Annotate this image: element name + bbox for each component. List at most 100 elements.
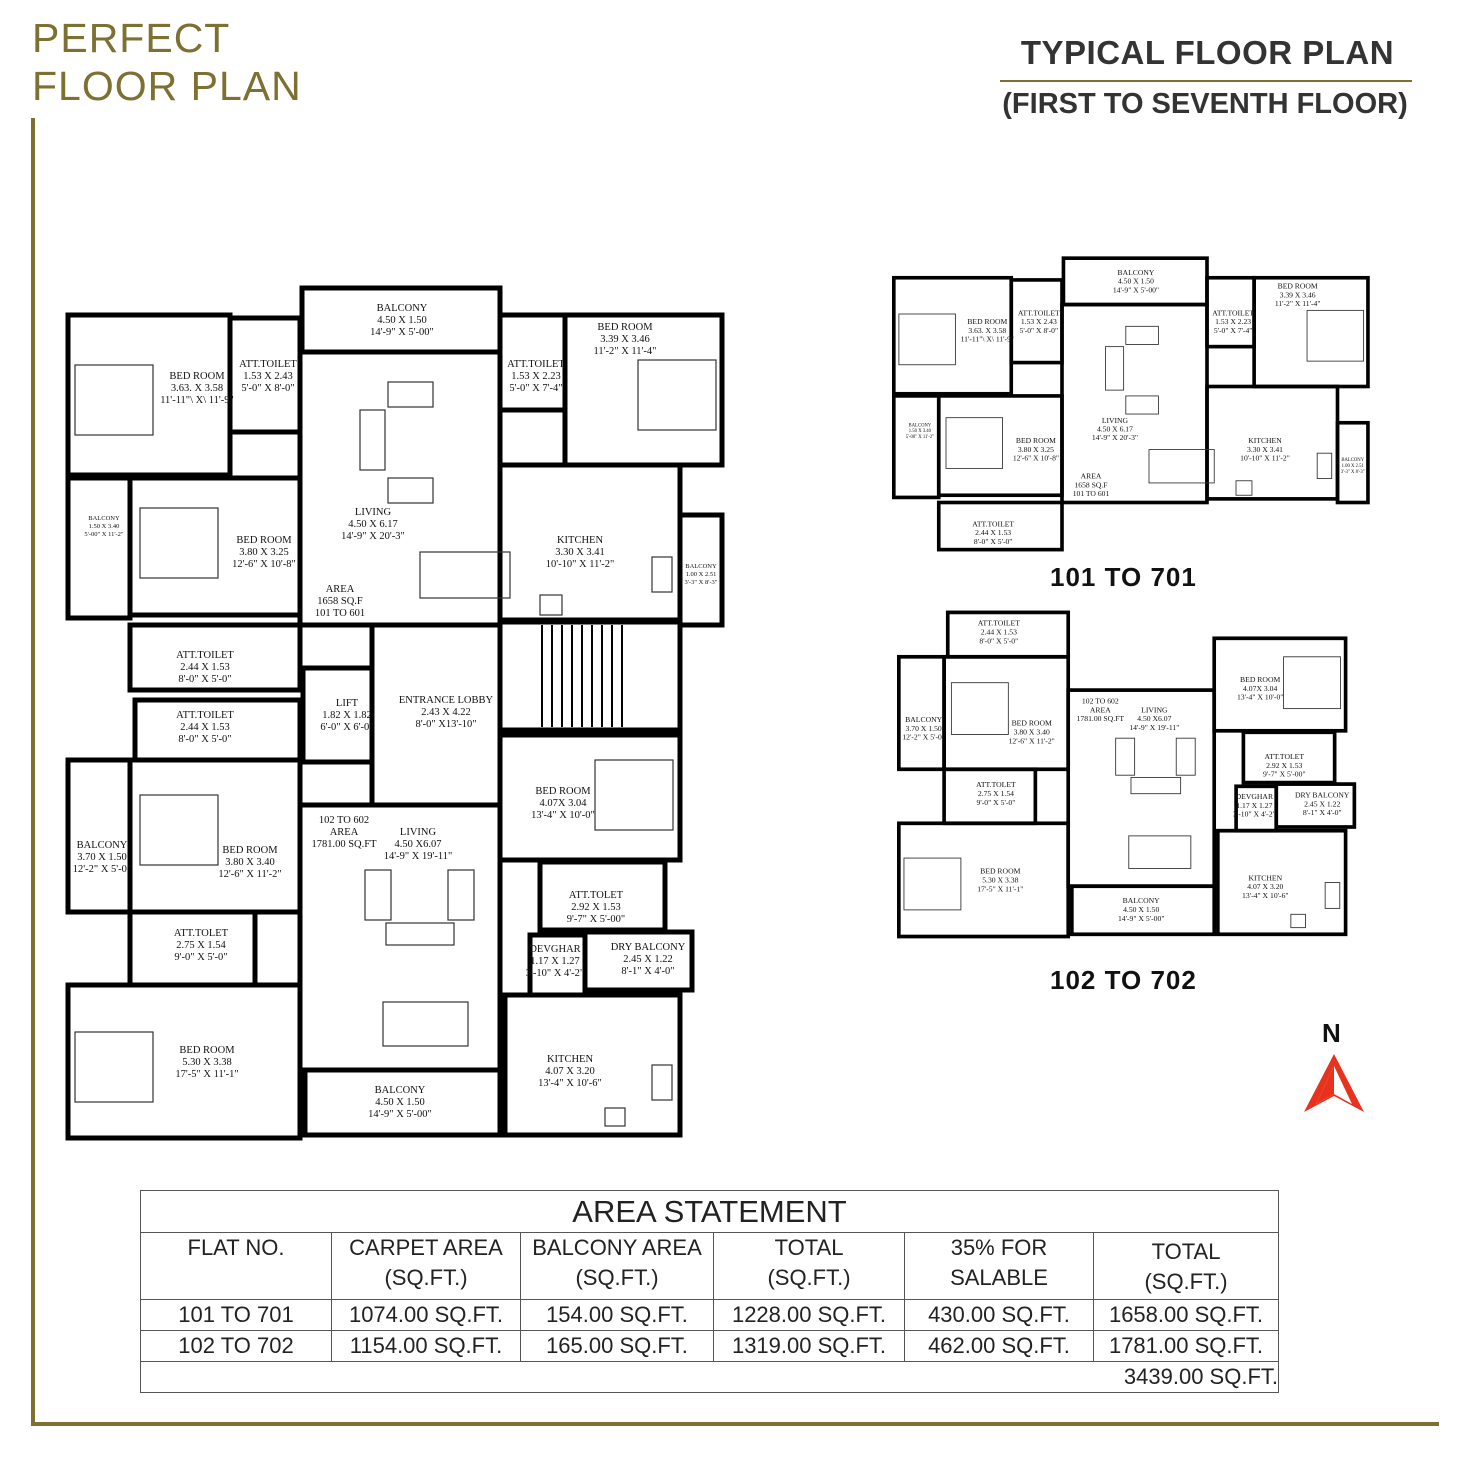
cell-flat-no: 101 TO 701	[140, 1299, 332, 1331]
wall-dry-balcony	[582, 929, 695, 993]
sofa-icon	[1175, 737, 1196, 776]
wall-balcony-left	[891, 394, 941, 500]
wall-balcony-kitchen	[1335, 420, 1370, 505]
stove-icon	[1324, 882, 1341, 909]
header-flat-no: FLAT NO.	[140, 1232, 332, 1300]
title-underline	[1000, 80, 1412, 82]
dining-table-icon	[1148, 449, 1215, 484]
bed-icon	[1283, 656, 1341, 710]
bed-icon	[74, 1031, 154, 1103]
caption-102-to-702: 102 TO 702	[1050, 965, 1197, 995]
cell-salable: 430.00 SQ.FT.	[904, 1299, 1094, 1331]
brand-line-2: FLOOR PLAN	[32, 63, 302, 109]
brand-logo-text: PERFECT FLOOR PLAN	[32, 14, 302, 110]
frame-horizontal-rule	[31, 1422, 1439, 1426]
wall-balcony-left	[897, 654, 946, 772]
header-carpet-area: CARPET AREA(SQ.FT.)	[331, 1232, 521, 1300]
north-label: N	[1322, 1018, 1341, 1048]
bed-icon	[945, 417, 1003, 469]
wall-toilet-bottom	[127, 622, 303, 693]
flat-102-walls	[65, 697, 695, 1141]
bed-icon	[1306, 309, 1365, 362]
table-row: 102 TO 702 1154.00 SQ.FT. 165.00 SQ.FT. …	[140, 1330, 1279, 1362]
bed-icon	[903, 857, 962, 911]
cell-total-final: 1658.00 SQ.FT.	[1093, 1299, 1279, 1331]
sofa-icon	[387, 381, 434, 408]
wall-bedroom-mid	[127, 757, 303, 915]
page-title: TYPICAL FLOOR PLAN	[1020, 34, 1395, 71]
wall-balcony-kitchen	[677, 512, 725, 628]
wall-dry-balcony	[1274, 782, 1357, 829]
flat-102-walls	[897, 610, 1357, 939]
grand-total-row: 3439.00 SQ.FT.	[140, 1361, 1279, 1393]
sink-icon	[1290, 913, 1306, 929]
sink-icon	[604, 1107, 626, 1127]
dining-table-icon	[382, 1001, 469, 1047]
caption-101-to-701: 101 TO 701	[1050, 562, 1197, 592]
sofa-icon	[1125, 395, 1159, 415]
sofa-icon	[1115, 737, 1136, 776]
cell-balcony-area: 165.00 SQ.FT.	[520, 1330, 714, 1362]
sofa-icon	[1130, 776, 1182, 795]
sofa-icon	[1105, 346, 1125, 391]
header-balcony-area: BALCONY AREA(SQ.FT.)	[520, 1232, 714, 1300]
dining-table-icon	[419, 551, 511, 599]
page-subtitle: (FIRST TO SEVENTH FLOOR)	[1002, 88, 1408, 120]
stove-icon	[1316, 452, 1333, 480]
sofa-icon	[447, 869, 475, 921]
staircase-icon	[541, 625, 623, 727]
sofa-icon	[364, 869, 392, 921]
wall-balcony-bottom	[302, 1067, 503, 1138]
wall-balcony-bottom	[1070, 884, 1217, 937]
bed-icon	[139, 507, 219, 579]
wall-toilet-bottom	[936, 500, 1064, 552]
sink-icon	[539, 594, 563, 616]
core-walls	[300, 619, 683, 808]
sofa-icon	[387, 477, 434, 504]
bed-icon	[950, 682, 1009, 735]
wall-kitchen	[1216, 828, 1348, 937]
bed-icon	[594, 759, 674, 831]
wall-balcony-left	[65, 475, 133, 621]
table-row: 101 TO 701 1074.00 SQ.FT. 154.00 SQ.FT. …	[140, 1299, 1279, 1331]
cell-carpet-area: 1074.00 SQ.FT.	[331, 1299, 521, 1331]
sofa-icon	[359, 409, 386, 471]
sink-icon	[1235, 480, 1253, 496]
table-header-row: FLAT NO. CARPET AREA(SQ.FT.) BALCONY ARE…	[140, 1232, 1279, 1300]
flat-101-walls	[891, 256, 1370, 552]
cell-grand-total: 3439.00 SQ.FT.	[140, 1361, 1279, 1393]
bed-icon	[637, 359, 717, 431]
wall-bedroom-mid	[942, 654, 1071, 772]
